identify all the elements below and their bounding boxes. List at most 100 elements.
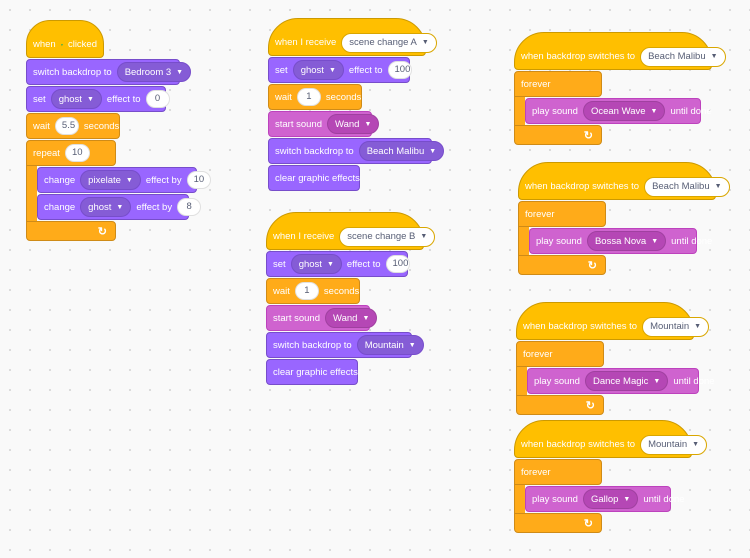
dropdown-caret-icon: ▼ [326, 260, 334, 268]
green-flag-icon [60, 43, 63, 46]
forever-footer: ↻ [514, 125, 602, 145]
start-sound-block[interactable]: start sound Wand▼ [266, 305, 378, 331]
until-done-label: until done [670, 105, 712, 117]
repeat-count-input[interactable]: 10 [64, 144, 90, 162]
dropdown-caret-icon: ▼ [623, 495, 631, 503]
when-backdrop-switches-hat[interactable]: when backdrop switches to Beach Malibu▼ [518, 162, 730, 200]
clear-graphic-effects-block[interactable]: clear graphic effects [268, 165, 360, 191]
effect-amount-input[interactable]: 10 [186, 171, 211, 189]
effect-by-label: effect by [145, 174, 182, 186]
when-i-receive-hat[interactable]: when I receive scene change A▼ [268, 18, 437, 56]
sound-dropdown[interactable]: Wand▼ [325, 308, 378, 328]
backdrop-value: Mountain [650, 321, 690, 332]
forever-header[interactable]: forever [518, 201, 606, 227]
switch-backdrop-label: switch backdrop to [275, 145, 354, 157]
switch-backdrop-block[interactable]: switch backdrop to Mountain▼ [266, 332, 424, 358]
wait-seconds-input[interactable]: 1 [296, 88, 321, 106]
sound-dropdown[interactable]: Bossa Nova▼ [586, 231, 667, 251]
sound-dropdown[interactable]: Gallop ▼ [582, 489, 639, 509]
wait-block[interactable]: wait 5.5 seconds [26, 113, 120, 139]
clear-graphic-effects-block[interactable]: clear graphic effects [266, 359, 358, 385]
change-effect-block[interactable]: change ghost▼ effect by 8 [37, 194, 202, 220]
forever-header[interactable]: forever [516, 341, 604, 367]
sound-value: Dance Magic [592, 375, 649, 387]
wait-block[interactable]: wait 1 seconds [266, 278, 360, 304]
backdrop-dropdown[interactable]: Beach Malibu ▼ [644, 176, 730, 197]
backdrop-dropdown[interactable]: Beach Malibu▼ [358, 141, 445, 161]
forever-footer: ↻ [516, 395, 604, 415]
switch-backdrop-block[interactable]: switch backdrop to Beach Malibu▼ [268, 138, 445, 164]
effect-value: ghost [300, 64, 324, 76]
backdrop-dropdown[interactable]: Mountain▼ [640, 434, 708, 455]
effect-dropdown[interactable]: ghost▼ [80, 197, 132, 217]
forever-block[interactable]: forever play sound Gallop▼ until done ↻ [514, 459, 685, 533]
play-sound-until-done-block[interactable]: play sound Ocean Wave▼ until done [525, 98, 712, 124]
switch-backdrop-label: switch backdrop to [273, 339, 352, 351]
when-backdrop-switches-hat[interactable]: when backdrop switches to Mountain▼ [514, 420, 708, 458]
script-backdrop-mountain-gallop[interactable]: when backdrop switches to Mountain▼ fore… [514, 420, 708, 534]
sound-value: Ocean Wave [590, 105, 646, 117]
forever-block[interactable]: forever play sound Dance Magic▼ until do… [516, 341, 715, 415]
effect-amount-input[interactable]: 8 [177, 198, 202, 216]
dropdown-caret-icon: ▼ [421, 39, 429, 46]
set-effect-block[interactable]: set ghost▼ effect to 100 [268, 57, 412, 83]
script-receive-scene-b[interactable]: when I receive scene change B▼ set ghost… [266, 212, 436, 386]
script-backdrop-mountain-dance[interactable]: when backdrop switches to Mountain▼ fore… [516, 302, 715, 416]
when-flag-clicked-hat[interactable]: when clicked [26, 20, 104, 58]
dropdown-caret-icon: ▼ [116, 203, 124, 211]
forever-block[interactable]: forever play sound Ocean Wave▼ until don… [514, 71, 712, 145]
effect-dropdown[interactable]: ghost▼ [292, 60, 344, 80]
play-sound-until-done-block[interactable]: play sound Gallop▼ until done [525, 486, 685, 512]
set-label: set [275, 64, 288, 76]
repeat-header[interactable]: repeat 10 [26, 140, 116, 166]
backdrop-dropdown[interactable]: Mountain▼ [642, 316, 710, 337]
effect-value-input[interactable]: 100 [385, 255, 410, 273]
backdrop-dropdown[interactable]: Bedroom 3▼ [116, 62, 192, 82]
script-green-flag[interactable]: when clicked switch backdrop to Bedroom … [26, 20, 211, 242]
message-dropdown[interactable]: scene change A▼ [341, 32, 437, 53]
wait-seconds-input[interactable]: 5.5 [54, 117, 79, 135]
set-effect-block[interactable]: set ghost▼ effect to 100 [266, 251, 410, 277]
forever-block[interactable]: forever play sound Bossa Nova▼ until don… [518, 201, 712, 275]
clicked-label: clicked [67, 39, 97, 50]
backdrop-dropdown[interactable]: Mountain▼ [356, 335, 424, 355]
repeat-block[interactable]: repeat 10 change pixelate▼ effect by 10 … [26, 140, 211, 241]
when-label: when [33, 39, 56, 50]
play-sound-until-done-block[interactable]: play sound Dance Magic▼ until done [527, 368, 715, 394]
play-sound-until-done-block[interactable]: play sound Bossa Nova▼ until done [529, 228, 712, 254]
forever-header[interactable]: forever [514, 459, 602, 485]
seconds-label: seconds [323, 285, 360, 297]
play-sound-label: play sound [532, 105, 578, 117]
message-dropdown[interactable]: scene change B▼ [339, 226, 436, 247]
when-backdrop-switches-hat[interactable]: when backdrop switches to Mountain▼ [516, 302, 710, 340]
script-backdrop-beach-ocean[interactable]: when backdrop switches to Beach Malibu▼ … [514, 32, 726, 146]
when-i-receive-hat[interactable]: when I receive scene change B▼ [266, 212, 436, 250]
wait-seconds-input[interactable]: 1 [294, 282, 319, 300]
effect-dropdown[interactable]: ghost▼ [290, 254, 342, 274]
set-effect-block[interactable]: set ghost▼ effect to 0 [26, 86, 170, 112]
dropdown-caret-icon: ▼ [714, 183, 722, 190]
sound-dropdown[interactable]: Ocean Wave▼ [582, 101, 666, 121]
seconds-label: seconds [83, 120, 120, 132]
backdrop-dropdown[interactable]: Beach Malibu▼ [640, 46, 726, 67]
wait-block[interactable]: wait 1 seconds [268, 84, 362, 110]
script-backdrop-beach-bossa[interactable]: when backdrop switches to Beach Malibu▼ … [518, 162, 730, 276]
sound-dropdown[interactable]: Dance Magic▼ [584, 371, 669, 391]
effect-dropdown[interactable]: pixelate▼ [80, 170, 141, 190]
sound-dropdown[interactable]: Wand▼ [327, 114, 380, 134]
effect-dropdown[interactable]: ghost▼ [50, 89, 102, 109]
switch-backdrop-block[interactable]: switch backdrop to Bedroom 3▼ [26, 59, 192, 85]
until-done-label: until done [671, 235, 713, 247]
backdrop-value: Beach Malibu [652, 181, 710, 192]
sound-value: Gallop [590, 493, 619, 505]
script-receive-scene-a[interactable]: when I receive scene change A▼ set ghost… [268, 18, 445, 192]
effect-value-input[interactable]: 0 [145, 90, 170, 108]
forever-label: forever [521, 78, 551, 90]
repeat-label: repeat [33, 147, 60, 159]
change-effect-block[interactable]: change pixelate▼ effect by 10 [37, 167, 211, 193]
effect-to-label: effect to [106, 93, 141, 105]
when-backdrop-switches-hat[interactable]: when backdrop switches to Beach Malibu▼ [514, 32, 726, 70]
effect-value-input[interactable]: 100 [387, 61, 412, 79]
forever-header[interactable]: forever [514, 71, 602, 97]
start-sound-block[interactable]: start sound Wand▼ [268, 111, 380, 137]
